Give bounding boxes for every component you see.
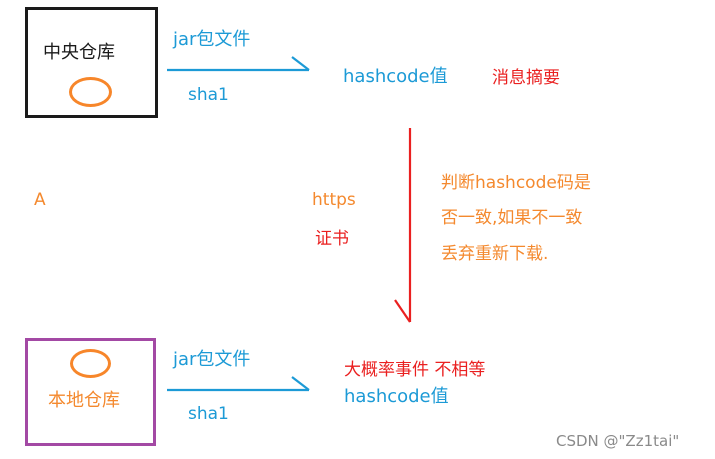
bottom-hash-algo: sha1 — [188, 404, 229, 424]
top-result: hashcode值 — [343, 66, 448, 87]
local-repo-circle-icon — [70, 349, 111, 378]
central-repo-circle-icon — [69, 77, 112, 107]
check-line-3: 丢弃重新下载. — [441, 244, 549, 264]
top-jar-label: jar包文件 — [173, 29, 251, 50]
bottom-jar-label: jar包文件 — [173, 349, 251, 370]
check-line-2: 否一致,如果不一致 — [441, 208, 583, 228]
https-label: https — [312, 190, 356, 210]
top-result-note: 消息摘要 — [492, 68, 560, 88]
bottom-result-note: 大概率事件 不相等 — [344, 360, 486, 380]
top-hash-algo: sha1 — [188, 85, 229, 105]
certificate-label: 证书 — [315, 229, 349, 249]
top-arrow-icon — [167, 56, 310, 72]
check-line-1: 判断hashcode码是 — [441, 173, 591, 193]
central-repo-box — [25, 7, 158, 118]
local-repo-label: 本地仓库 — [48, 390, 120, 411]
watermark: CSDN @"Zz1tai" — [556, 432, 680, 450]
node-a-label: A — [34, 190, 46, 210]
central-repo-label: 中央仓库 — [43, 42, 115, 63]
local-repo-box — [25, 338, 156, 446]
bottom-result: hashcode值 — [344, 386, 449, 407]
bottom-arrow-icon — [167, 376, 310, 392]
down-arrow-icon — [394, 128, 412, 323]
